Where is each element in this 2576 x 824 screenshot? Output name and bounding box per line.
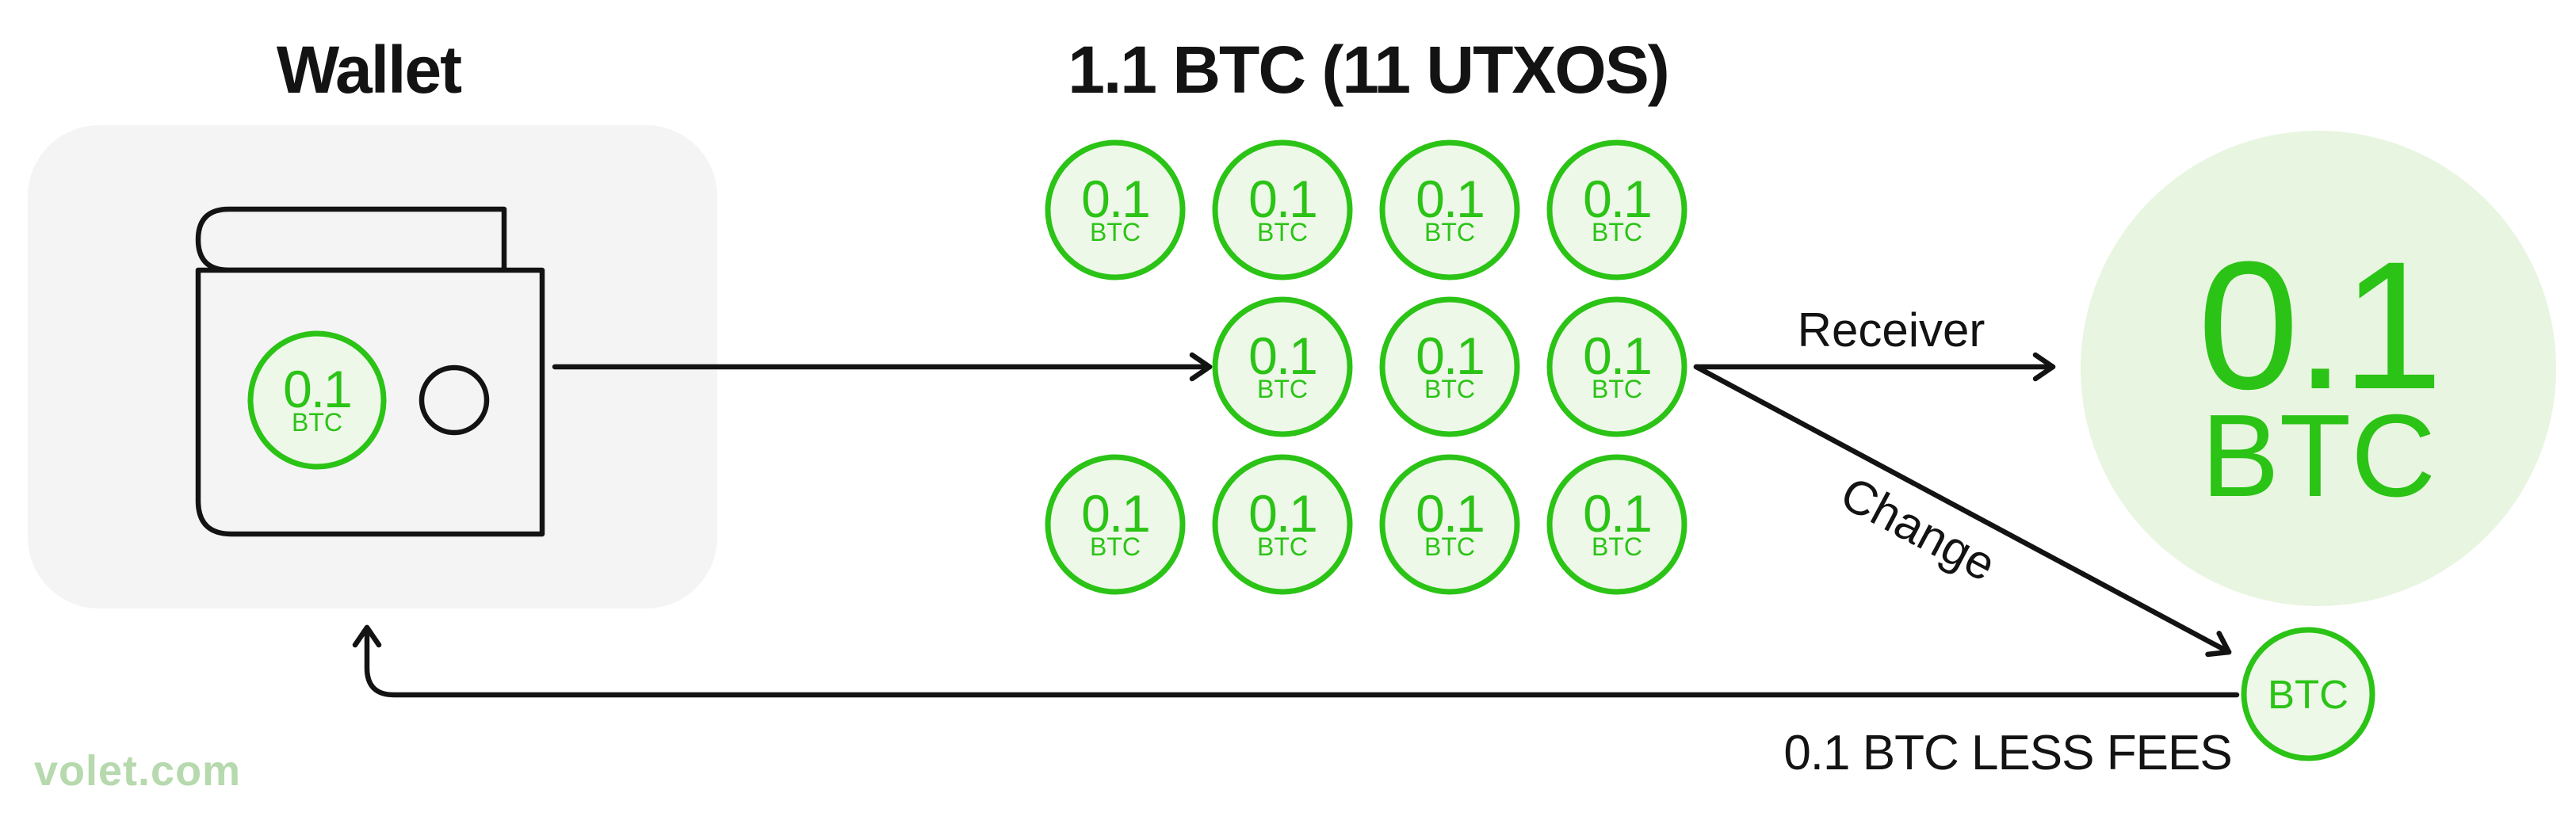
utxo-coin-circle <box>1379 139 1520 280</box>
change-arrow <box>1693 364 2232 658</box>
utxo-coin-unit: BTC <box>1090 218 1141 246</box>
utxo-coin-circle <box>1212 454 1353 595</box>
change-fees-caption: 0.1 BTC LESS FEES <box>1783 726 2232 780</box>
wallet-coin-circle <box>247 330 387 470</box>
wallet-icon: 0.1 BTC <box>195 206 545 537</box>
utxo-coin-circle <box>1379 454 1520 595</box>
receiver-circle <box>2081 131 2556 606</box>
utxo-coin-unit: BTC <box>1424 375 1475 403</box>
utxo-coin-value: 0.1 <box>1583 484 1651 543</box>
utxo-coin-value: 0.1 <box>1416 484 1484 543</box>
wallet-snap-button-icon <box>419 364 490 436</box>
utxo-coin-value: 0.1 <box>1081 484 1149 543</box>
change-coin-unit: BTC <box>2268 672 2349 717</box>
utxo-coin-unit: BTC <box>1090 532 1141 561</box>
change-coin-circle <box>2241 627 2375 761</box>
utxo-coin-circle <box>1212 139 1353 280</box>
utxo-coin-circle <box>1212 296 1353 437</box>
utxo-coin-value: 0.1 <box>1248 326 1317 385</box>
utxo-coin-value: 0.1 <box>1416 326 1484 385</box>
utxo-coin-value: 0.1 <box>1583 326 1651 385</box>
utxo-coin-circle <box>1546 139 1687 280</box>
wallet-coin-value: 0.1 <box>283 360 351 418</box>
utxo-coin-unit: BTC <box>1424 218 1475 246</box>
utxo-pool-title: 1.1 BTC (11 UTXOS) <box>1068 32 1670 107</box>
receiver-value: 0.1 <box>2198 223 2440 427</box>
utxo-coin-circle <box>1379 296 1520 437</box>
watermark-text: volet.com <box>34 747 242 795</box>
receiver-output: 0.1 BTC <box>2081 131 2556 606</box>
receiver-unit: BTC <box>2201 391 2436 521</box>
utxo-coin-circle <box>1546 454 1687 595</box>
utxo-coin-unit: BTC <box>1592 375 1642 403</box>
utxo-coin-unit: BTC <box>1424 532 1475 561</box>
utxo-coin-value: 0.1 <box>1416 170 1484 228</box>
utxo-coin-circle <box>1546 296 1687 437</box>
wallet-flap <box>195 206 507 273</box>
utxo-coin-value: 0.1 <box>1248 170 1317 228</box>
utxo-coin-circle <box>1045 454 1186 595</box>
change-return-arrow <box>352 624 2240 698</box>
utxo-coin-unit: BTC <box>1592 218 1642 246</box>
change-output: BTC <box>2241 627 2375 761</box>
utxo-coin-unit: BTC <box>1257 375 1308 403</box>
wallet-section-title: Wallet <box>276 32 462 107</box>
utxo-coin-unit: BTC <box>1257 218 1308 246</box>
utxo-coin-value: 0.1 <box>1248 484 1317 543</box>
utxo-coin-unit: BTC <box>1592 532 1642 561</box>
utxo-coin-value: 0.1 <box>1583 170 1651 228</box>
wallet-coin-unit: BTC <box>292 408 342 437</box>
utxo-coin-grid: 0.1BTC0.1BTC0.1BTC0.1BTC0.1BTC0.1BTC0.1B… <box>1045 139 1687 595</box>
utxo-coin-circle <box>1045 139 1186 280</box>
receiver-flow-label: Receiver <box>1797 303 1986 357</box>
utxo-coin-unit: BTC <box>1257 532 1308 561</box>
utxo-coin-value: 0.1 <box>1081 170 1149 228</box>
